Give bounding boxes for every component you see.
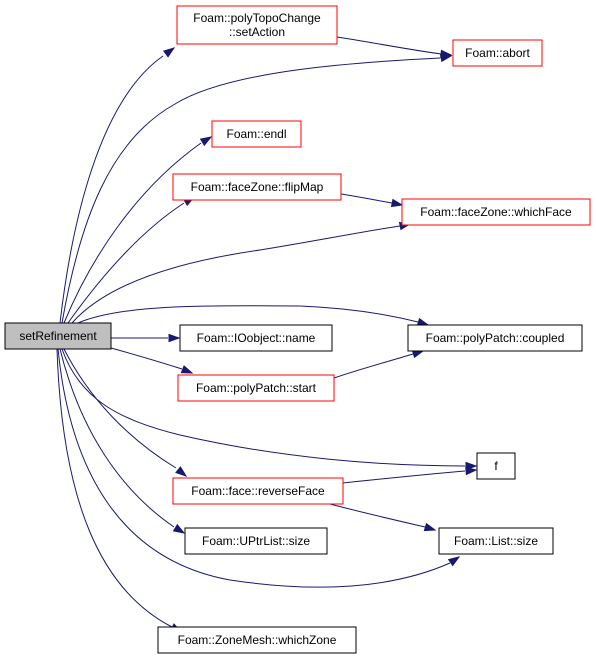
node-label: Foam::List::size [454,534,538,548]
edge-line [61,57,441,324]
node-label: setRefinement [19,329,97,343]
node-polyPatch_coupled[interactable]: Foam::polyPatch::coupled [407,324,583,352]
node-label: Foam::IOobject::name [197,331,316,345]
edge-arrowhead [180,365,194,374]
edge-setRefinement-to-face_reverseFace [63,348,188,477]
node-endl[interactable]: Foam::endl [211,120,302,148]
edge-setRefinement-to-f [61,348,478,471]
edge-face_reverseFace-to-List_size [329,503,437,532]
edge-setRefinement-to-polyPatch_coupled [77,305,430,327]
node-label: ::setAction [229,25,285,39]
node-List_size[interactable]: Foam::List::size [438,527,554,555]
edge-line [56,348,173,628]
node-label: Foam::faceZone::flipMap [191,180,324,194]
node-box [157,626,357,654]
edge-line [77,305,419,324]
edge-arrowhead [175,466,188,477]
edge-line [59,348,175,528]
edge-arrowhead [465,466,478,476]
edge-arrowhead [168,333,181,343]
edge-line [59,55,164,324]
edge-line [336,36,442,55]
edge-line [329,503,426,528]
edge-arrowhead [440,49,453,59]
edge-arrowhead [199,136,213,147]
edge-line [61,348,466,467]
node-box [184,527,328,555]
edge-setRefinement-to-UPtrList_size [59,348,186,534]
edge-line [340,193,393,204]
node-face_reverseFace[interactable]: Foam::face::reverseFace [172,477,344,505]
edge-face_reverseFace-to-f [342,466,478,484]
edge-faceZone_flipMap-to-faceZone_whichFace [340,193,404,208]
edge-setRefinement-to-faceZone_whichFace [71,221,412,324]
node-label: Foam::ZoneMesh::whichZone [178,633,337,647]
node-UPtrList_size[interactable]: Foam::UPtrList::size [184,527,328,555]
edge-line [342,470,466,484]
node-box [4,322,112,350]
node-polyPatch_start[interactable]: Foam::polyPatch::start [177,374,335,402]
node-f[interactable]: f [476,452,516,480]
edge-line [63,348,177,469]
edge-setRefinement-to-polyTopoChange_setAction [59,47,176,324]
node-label: Foam::endl [226,127,286,141]
edge-arrowhead [447,556,461,567]
edge-line [110,347,183,370]
edge-setRefinement-to-polyPatch_start [110,347,194,374]
node-box [401,198,591,226]
edge-polyTopoChange_setAction-to-abort [336,36,453,59]
edge-arrowhead [423,522,437,532]
edge-line [71,225,401,324]
edge-setRefinement-to-List_size [57,348,461,588]
node-IOobject_name[interactable]: Foam::IOobject::name [179,324,333,352]
edge-setRefinement-to-endl [63,136,213,324]
node-box [407,324,583,352]
node-box [176,5,338,45]
node-label: Foam::polyTopoChange [193,11,321,25]
edge-arrowhead [172,523,186,534]
node-ZoneMesh_whichZone[interactable]: Foam::ZoneMesh::whichZone [157,626,357,654]
node-label: Foam::UPtrList::size [202,534,310,548]
edge-setRefinement-to-ZoneMesh_whichZone [56,348,183,633]
node-box [177,374,335,402]
node-polyTopoChange_setAction[interactable]: Foam::polyTopoChange::setAction [176,5,338,45]
edge-setRefinement-to-faceZone_flipMap [67,196,196,324]
edge-line [57,348,451,588]
node-box [452,39,543,67]
node-faceZone_whichFace[interactable]: Foam::faceZone::whichFace [401,198,591,226]
node-box [438,527,554,555]
node-box [172,477,344,505]
node-label: Foam::polyPatch::coupled [426,331,565,345]
node-label: Foam::face::reverseFace [191,484,325,498]
edge-polyPatch_start-to-polyPatch_coupled [333,349,425,379]
node-setRefinement[interactable]: setRefinement [4,322,112,350]
node-box [172,173,342,201]
edge-setRefinement-to-IOobject_name [111,333,181,343]
node-faceZone_flipMap[interactable]: Foam::faceZone::flipMap [172,173,342,201]
edge-line [63,142,202,324]
node-label: Foam::polyPatch::start [196,381,317,395]
node-box [476,452,516,480]
node-box [211,120,302,148]
edge-arrowhead [390,198,404,208]
edge-arrowhead [162,47,176,58]
node-abort[interactable]: Foam::abort [452,39,543,67]
edge-line [67,202,185,324]
edge-line [333,353,414,379]
node-label: Foam::faceZone::whichFace [420,205,572,219]
node-box [179,324,333,352]
nodes-layer: setRefinement Foam::polyTopoChange::setAc… [4,5,591,654]
node-label: f [494,459,498,473]
node-label: Foam::abort [465,46,530,60]
